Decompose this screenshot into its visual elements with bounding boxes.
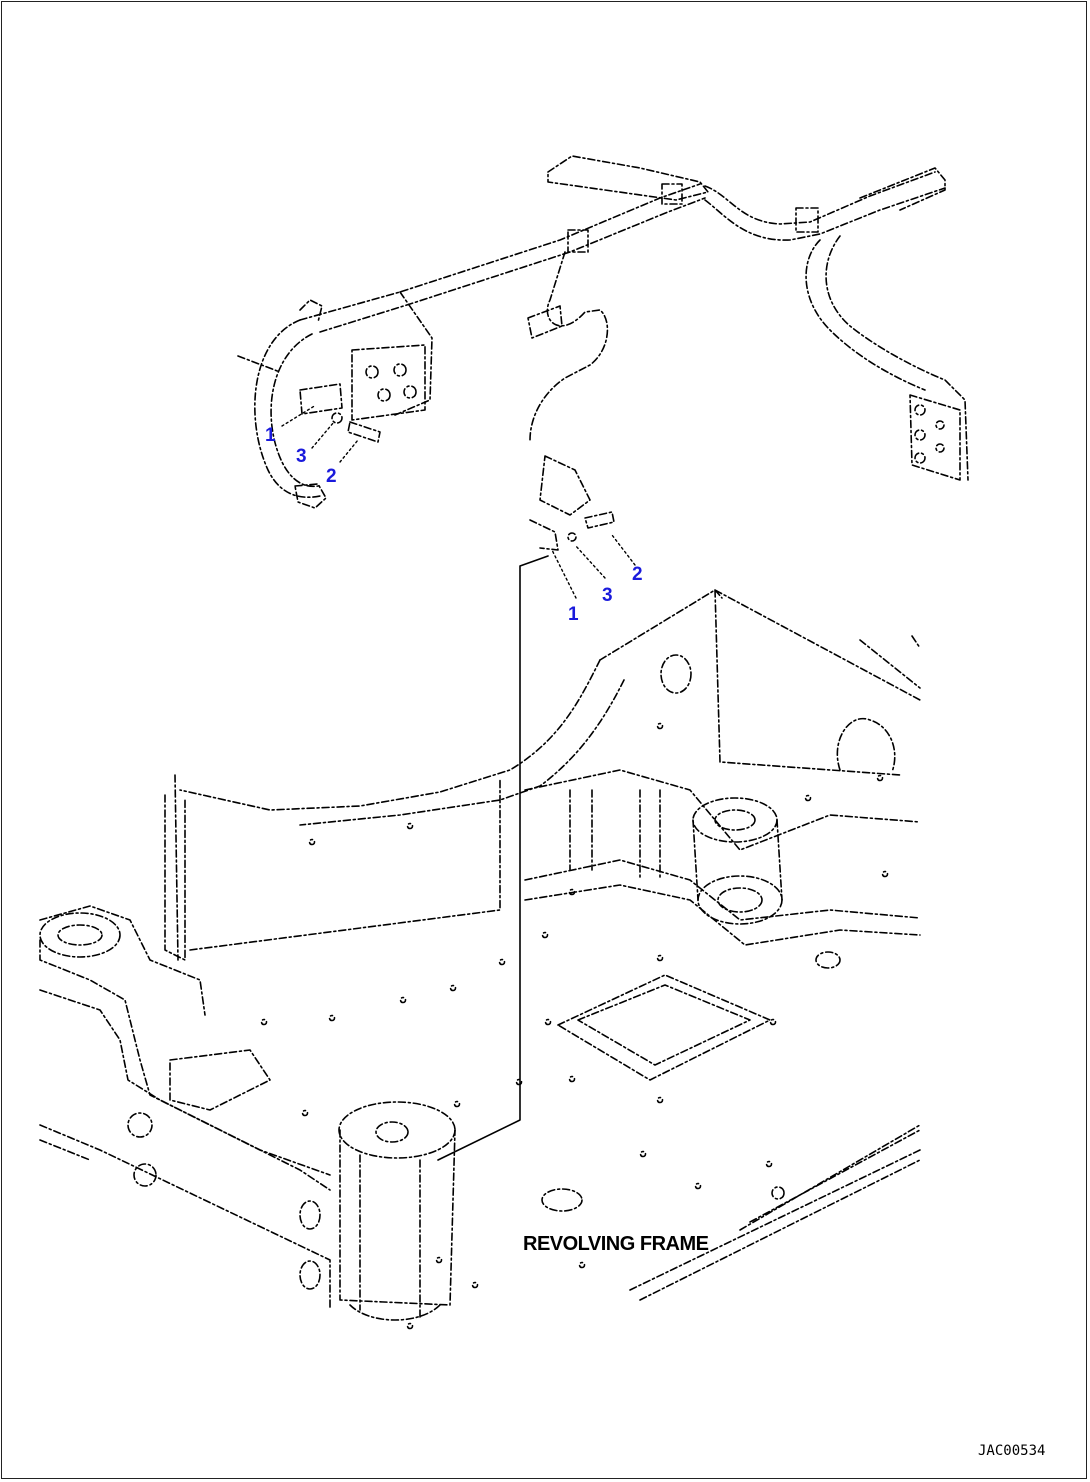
left-plate-lower bbox=[189, 779, 501, 951]
left-flap bbox=[394, 291, 433, 416]
bolt-holes bbox=[260, 722, 889, 1330]
right-drop-cable-2 bbox=[825, 235, 969, 481]
center-connector bbox=[527, 305, 563, 339]
left-end-terminal bbox=[294, 483, 327, 509]
harness-arc bbox=[704, 171, 936, 225]
upper-box-edge bbox=[859, 635, 921, 689]
left-mount-plate bbox=[299, 383, 343, 415]
left-lead-wire bbox=[237, 355, 281, 373]
clamp-a bbox=[661, 183, 683, 205]
center-boss-inner bbox=[714, 809, 756, 831]
pillar-base bbox=[349, 1304, 441, 1321]
left-nut-4 bbox=[299, 1260, 321, 1290]
callout-upper-3: 3 bbox=[296, 446, 307, 467]
right-connector-pin-4 bbox=[935, 420, 945, 430]
floor-hole-2 bbox=[771, 1186, 785, 1200]
right-conduit bbox=[859, 167, 946, 211]
left-washer bbox=[331, 412, 343, 424]
pillar-inner bbox=[359, 1154, 421, 1321]
right-connector-pin-5 bbox=[935, 443, 945, 453]
callout-upper-1: 1 bbox=[265, 425, 276, 446]
right-connector-pin-2 bbox=[914, 429, 926, 441]
right-connector-pin-3 bbox=[914, 452, 926, 464]
upper-box-hole bbox=[660, 654, 692, 694]
center-washer bbox=[567, 532, 577, 542]
callout-lower-1: 1 bbox=[568, 604, 579, 625]
main-cable-upper bbox=[299, 183, 701, 321]
upper-rail bbox=[524, 769, 921, 851]
pillar-top bbox=[338, 1101, 456, 1159]
center-lower-bracket bbox=[529, 519, 559, 551]
left-arm-top bbox=[39, 905, 206, 1016]
left-pin-1 bbox=[365, 365, 379, 379]
drawing-code: JAC00534 bbox=[978, 1443, 1045, 1459]
left-bolt bbox=[347, 421, 381, 443]
floor-hole-1 bbox=[541, 1188, 583, 1212]
left-plate bbox=[164, 774, 186, 961]
lower-rail bbox=[524, 884, 921, 946]
upper-callouts: 1 3 2 bbox=[265, 425, 337, 487]
pillar bbox=[339, 1129, 456, 1306]
top-bracket bbox=[547, 155, 709, 201]
left-arm-body-2 bbox=[39, 989, 331, 1176]
harness-arc-inner bbox=[704, 187, 946, 241]
callout-lower-3: 3 bbox=[602, 585, 613, 606]
left-pin-4 bbox=[403, 385, 417, 399]
center-drop-cable bbox=[529, 251, 609, 441]
center-boss-top bbox=[692, 797, 778, 843]
side-hole-right bbox=[815, 951, 841, 969]
left-arm-body bbox=[39, 939, 331, 1191]
cover-plate bbox=[557, 974, 771, 1081]
curved-member-lower bbox=[299, 679, 625, 826]
upper-box bbox=[599, 589, 921, 776]
left-nut-1 bbox=[127, 1112, 153, 1138]
main-cable-lower bbox=[319, 197, 706, 333]
left-loop-cable bbox=[254, 319, 321, 499]
left-connector-block bbox=[351, 344, 426, 421]
right-drop-cable bbox=[805, 239, 926, 391]
left-bracket-plate bbox=[169, 1049, 271, 1111]
pillar-hole bbox=[375, 1121, 409, 1143]
right-connector-block bbox=[909, 394, 961, 481]
left-pin-2 bbox=[393, 363, 407, 377]
left-arm-pin-inner bbox=[57, 924, 103, 946]
center-boss-sides bbox=[692, 819, 783, 901]
center-boss-lower-inner bbox=[717, 887, 763, 913]
left-bracket bbox=[299, 299, 323, 323]
channel-left bbox=[569, 789, 661, 881]
lower-right-rail-2 bbox=[739, 1124, 921, 1231]
lower-left-beam bbox=[39, 1124, 331, 1311]
lower-right-rail bbox=[629, 1149, 921, 1301]
vertical-member bbox=[437, 555, 549, 1161]
upper-box-cutout bbox=[836, 717, 896, 773]
revolving-frame bbox=[39, 555, 921, 1330]
mid-rail bbox=[524, 859, 921, 921]
left-pin-3 bbox=[377, 388, 391, 402]
revolving-frame-label: REVOLVING FRAME bbox=[523, 1233, 709, 1255]
center-bolt bbox=[584, 511, 615, 529]
cover-plate-inner bbox=[577, 984, 751, 1066]
left-nut-2 bbox=[133, 1163, 157, 1187]
left-nut-3 bbox=[299, 1200, 321, 1230]
center-bracket bbox=[539, 455, 591, 516]
left-loop-cable-2 bbox=[270, 333, 319, 488]
lower-callouts: 1 3 2 bbox=[568, 564, 643, 625]
left-arm-pin bbox=[39, 912, 121, 958]
callout-lower-2: 2 bbox=[632, 564, 643, 585]
leader-lines bbox=[281, 404, 636, 599]
right-connector-pin-1 bbox=[914, 404, 926, 416]
harness-assembly bbox=[237, 155, 969, 551]
clamp-c bbox=[567, 229, 589, 253]
callout-upper-2: 2 bbox=[326, 466, 337, 487]
curved-member bbox=[179, 659, 601, 811]
clamp-b bbox=[795, 207, 819, 233]
